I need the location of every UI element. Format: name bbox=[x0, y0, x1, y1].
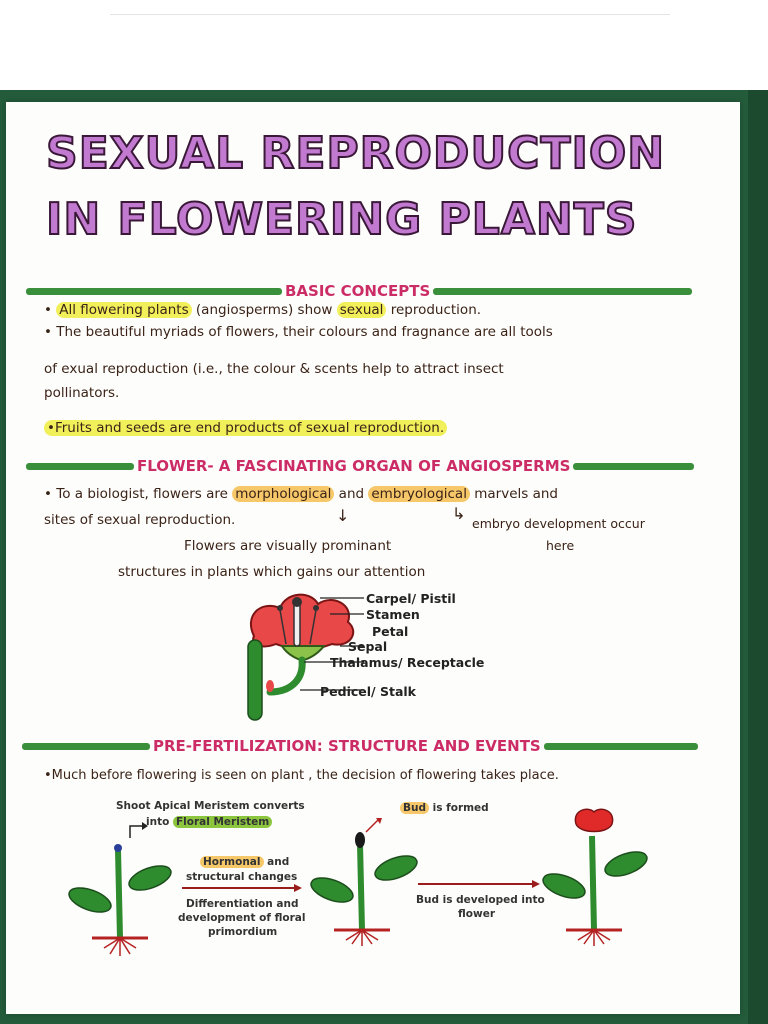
header-bar-right bbox=[543, 742, 698, 750]
label-sepal: Sepal bbox=[348, 639, 388, 654]
arrow-turn-icon: ↳ bbox=[452, 504, 466, 523]
arrow-down-icon: ↓ bbox=[336, 506, 350, 525]
stigma-shape bbox=[292, 597, 302, 607]
page-title-line-1: SEXUAL REPRODUCTION bbox=[45, 127, 666, 180]
highlight-sexual: sexual bbox=[336, 302, 387, 318]
label-stamen: Stamen bbox=[366, 607, 420, 622]
flower-diagram bbox=[247, 593, 355, 721]
plant-stage-3 bbox=[542, 808, 648, 946]
note-visually-prominant: Flowers are visually prominant bbox=[184, 538, 392, 554]
section-header-basic-concepts: BASIC CONCEPTS bbox=[26, 281, 692, 301]
note-structures-attention: structures in plants which gains our att… bbox=[118, 564, 426, 580]
plant-stage-2 bbox=[310, 818, 418, 946]
basic-concepts-point-2-line-3: pollinators. bbox=[44, 385, 120, 401]
anther-shape bbox=[313, 605, 319, 611]
label-pedicel: Pedicel/ Stalk bbox=[320, 684, 416, 699]
top-divider-line bbox=[110, 14, 670, 15]
label-petal: Petal bbox=[372, 624, 409, 639]
header-bar-left bbox=[26, 462, 134, 470]
section-header-prefertilization: PRE-FERTILIZATION: STRUCTURE AND EVENTS bbox=[22, 736, 698, 756]
highlight-morphological: morphological bbox=[232, 486, 335, 502]
section-title: PRE-FERTILIZATION: STRUCTURE AND EVENTS bbox=[153, 737, 541, 755]
section-title: FLOWER- A FASCINATING ORGAN OF ANGIOSPER… bbox=[137, 457, 571, 475]
flower-point-1-line-2: sites of sexual reproduction. bbox=[44, 512, 236, 528]
differentiation-label-1: Differentiation and bbox=[186, 898, 299, 910]
stem-shape bbox=[247, 639, 263, 721]
highlight-floral-meristem: Floral Meristem bbox=[172, 816, 273, 828]
floral-meristem-label: into Floral Meristem bbox=[146, 816, 273, 828]
prefert-point-1: •Much before flowering is seen on plant … bbox=[44, 768, 559, 783]
bud-developed-label-2: flower bbox=[458, 908, 495, 920]
label-thalamus: Thalamus/ Receptacle bbox=[330, 655, 485, 670]
binder-spine bbox=[748, 90, 768, 1024]
label-carpel-pistil: Carpel/ Pistil bbox=[366, 591, 456, 606]
stamen-shape bbox=[309, 609, 317, 645]
basic-concepts-point-2-line-2: of exual reproduction (i.e., the colour … bbox=[44, 361, 504, 377]
section-title: BASIC CONCEPTS bbox=[285, 282, 431, 300]
bud-developed-label-1: Bud is developed into bbox=[416, 894, 545, 906]
differentiation-label-3: primordium bbox=[208, 926, 278, 938]
plant-stage-1 bbox=[68, 844, 172, 956]
anther-shape bbox=[277, 605, 283, 611]
header-bar-left bbox=[26, 287, 282, 295]
highlight-fruits-seeds: •Fruits and seeds are end products of se… bbox=[44, 420, 448, 436]
hormonal-label: Hormonal and bbox=[200, 856, 289, 868]
note-here: here bbox=[546, 538, 575, 553]
differentiation-label-2: development of floral bbox=[178, 912, 306, 924]
label-arrows bbox=[300, 597, 364, 691]
bud-formed-label: Bud is formed bbox=[400, 802, 489, 814]
header-bar-left bbox=[22, 742, 150, 750]
header-bar-right bbox=[433, 287, 692, 295]
header-bar-right bbox=[573, 462, 694, 470]
basic-concepts-point-1: • All flowering plants (angiosperms) sho… bbox=[44, 302, 482, 318]
flower-point-1: • To a biologist, flowers are morphologi… bbox=[44, 486, 559, 502]
stage-arrows bbox=[129, 822, 540, 892]
bud-shape bbox=[266, 680, 274, 692]
basic-concepts-point-2-line-1: • The beautiful myriads of flowers, thei… bbox=[44, 324, 553, 340]
page-title-line-2: IN FLOWERING PLANTS bbox=[45, 193, 638, 246]
highlight-embryological: embryological bbox=[368, 486, 470, 502]
note-embryo-development: embryo development occur bbox=[472, 516, 645, 531]
petal-shape bbox=[249, 593, 355, 649]
pedicel-shape bbox=[266, 656, 306, 696]
highlight-all-flowering-plants: All flowering plants bbox=[56, 302, 192, 318]
section-header-flower: FLOWER- A FASCINATING ORGAN OF ANGIOSPER… bbox=[26, 456, 694, 476]
stamen-shape bbox=[279, 609, 287, 645]
highlight-bud: Bud bbox=[400, 802, 429, 814]
basic-concepts-point-3: •Fruits and seeds are end products of se… bbox=[44, 420, 448, 436]
highlight-hormonal: Hormonal bbox=[200, 856, 264, 868]
shoot-apical-meristem-label: Shoot Apical Meristem converts bbox=[116, 800, 305, 812]
structural-changes-label: structural changes bbox=[186, 871, 298, 883]
